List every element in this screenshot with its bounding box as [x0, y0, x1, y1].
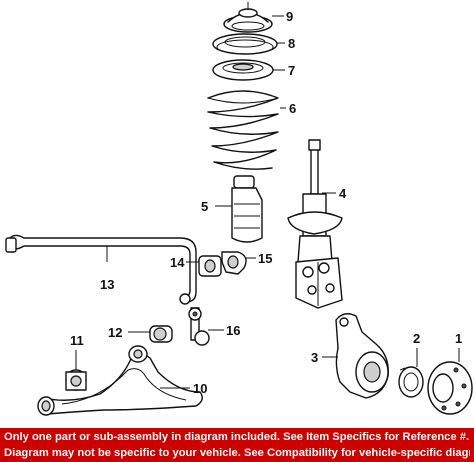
part-3-knuckle: [335, 313, 389, 399]
callout-4: 4: [339, 186, 347, 201]
callout-14: 14: [170, 255, 185, 270]
part-9-strut-mount: [223, 2, 273, 33]
part-7-spring-seat: [212, 59, 274, 81]
callout-7: 7: [288, 63, 295, 78]
callout-12: 12: [108, 325, 122, 340]
part-11-bushing: [65, 369, 87, 391]
callout-13: 13: [100, 277, 114, 292]
part-15-bracket: [221, 251, 247, 275]
callout-6: 6: [289, 101, 296, 116]
callout-11: 11: [70, 333, 84, 348]
part-13-stabilizer-bar: [5, 234, 197, 305]
callout-16: 16: [226, 323, 240, 338]
callout-1: 1: [455, 331, 462, 346]
part-16-stabilizer-link: [188, 307, 210, 346]
part-14-bushing: [198, 255, 222, 277]
suspension-exploded-view: 9 8 7 6 5: [5, 2, 473, 416]
part-5-bump-stop: [231, 175, 263, 243]
part-8-bearing: [212, 33, 278, 55]
part-6-coil-spring: [207, 90, 279, 170]
disclaimer-line-2: Diagram may not be specific to your vehi…: [4, 447, 470, 459]
callout-10: 10: [193, 381, 207, 396]
callout-9: 9: [286, 9, 293, 24]
part-2-wheel-bearing: [398, 366, 424, 398]
part-4-strut: [287, 139, 343, 309]
callout-8: 8: [288, 36, 295, 51]
disclaimer-line-1: Only one part or sub-assembly in diagram…: [4, 431, 470, 443]
callout-2: 2: [413, 331, 420, 346]
callout-5: 5: [201, 199, 208, 214]
disclaimer-banner: Only one part or sub-assembly in diagram…: [0, 428, 474, 462]
part-12-bushing: [149, 325, 173, 343]
callout-15: 15: [258, 251, 272, 266]
part-10-lower-control-arm: [37, 345, 203, 416]
part-1-hub: [427, 361, 473, 415]
callout-3: 3: [311, 350, 318, 365]
